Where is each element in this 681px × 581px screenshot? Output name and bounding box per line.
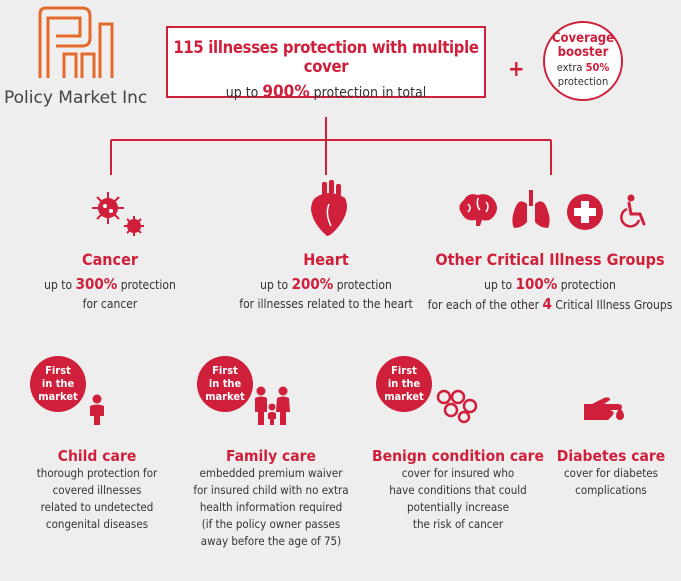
header-title: 115 illnesses protection with multiple c… — [173, 38, 479, 76]
benefit-diabetes-care: Diabetes care cover for diabetes complic… — [546, 447, 676, 499]
company-logo — [38, 6, 114, 78]
benefit-title: Family care — [225, 447, 317, 465]
benefit-title: Diabetes care — [556, 447, 666, 465]
group-cancer: Cancer up to 300% protection for cancer — [20, 250, 200, 314]
total-protection-value: 900% — [262, 82, 310, 102]
group-title: Cancer — [82, 250, 138, 269]
company-name: Policy Market Inc — [4, 88, 148, 108]
brain-icon — [459, 194, 497, 226]
group-other-critical: Other Critical Illness Groups up to 100%… — [420, 250, 680, 315]
benefit-benign-condition-care: Benign condition care cover for insured … — [368, 447, 548, 533]
plus-sign: + — [508, 57, 525, 82]
connector-lines — [110, 117, 552, 175]
glucose-test-icon — [584, 397, 624, 420]
group-title: Other Critical Illness Groups — [435, 250, 665, 269]
virus-icon — [92, 192, 144, 236]
coverage-booster-badge: Coverage booster extra 50% protection — [543, 21, 623, 101]
heart-icon — [311, 180, 347, 236]
benefit-title: Benign condition care — [372, 447, 544, 465]
benefit-child-care: Child care thorough protection for cover… — [12, 447, 182, 533]
wheelchair-icon — [620, 194, 646, 228]
cells-icon — [436, 389, 478, 424]
lungs-icon — [512, 190, 550, 228]
benefit-title: Child care — [57, 447, 137, 465]
header-box: 115 illnesses protection with multiple c… — [166, 26, 486, 102]
group-title: Heart — [303, 250, 349, 269]
header-subtitle: up to 900% protection in total — [225, 82, 427, 102]
family-icon — [255, 386, 290, 425]
child-icon — [90, 394, 104, 425]
group-heart: Heart up to 200% protection for illnesse… — [216, 250, 436, 314]
benefit-family-care: Family care embedded premium waiver for … — [181, 447, 361, 550]
medical-cross-icon — [567, 194, 603, 230]
